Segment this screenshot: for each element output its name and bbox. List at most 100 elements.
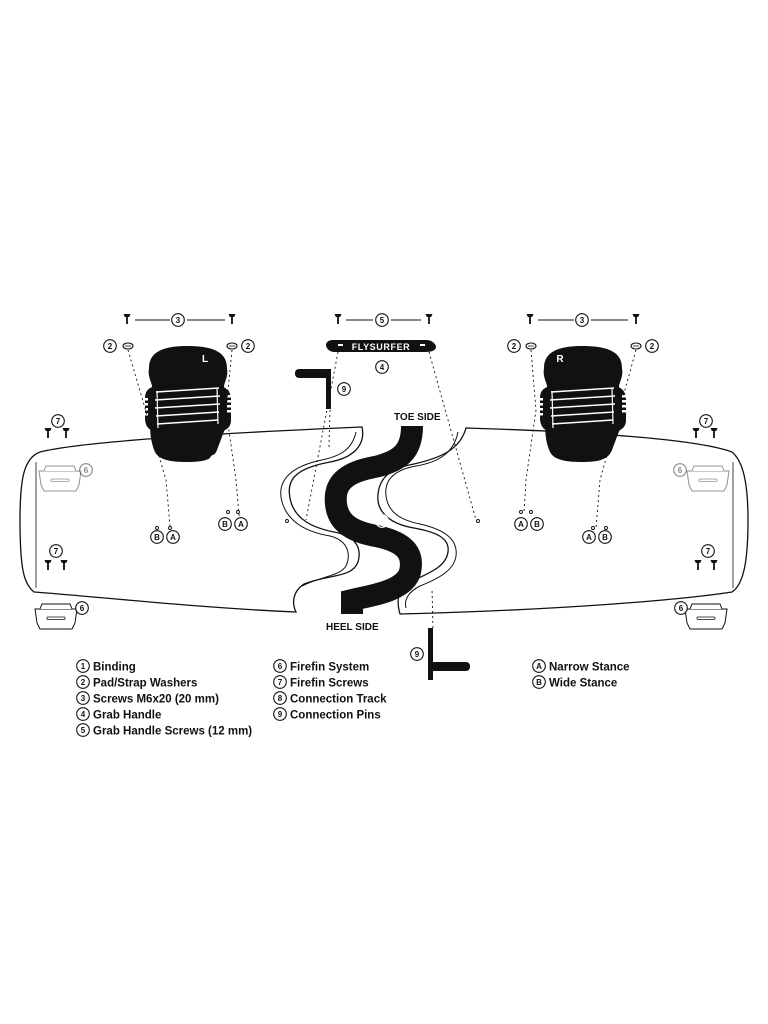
- svg-text:Narrow Stance: Narrow Stance: [549, 662, 630, 674]
- binding-left: [142, 345, 233, 463]
- firefin-system-marker: 6: [674, 601, 688, 615]
- svg-text:6: 6: [278, 662, 283, 671]
- svg-text:Grab Handle: Grab Handle: [93, 710, 161, 722]
- svg-text:A: A: [586, 533, 592, 542]
- svg-text:B: B: [602, 533, 608, 542]
- washer-left-1: [122, 342, 134, 350]
- svg-text:Connection Pins: Connection Pins: [290, 710, 381, 722]
- washer-left-2: [226, 342, 238, 350]
- connection-track: [324, 425, 423, 614]
- svg-text:7: 7: [54, 547, 59, 556]
- screw-left-1: [123, 314, 131, 324]
- svg-text:2: 2: [512, 342, 517, 351]
- firefin-top-right: [686, 465, 730, 492]
- firefin-bottom-right: [684, 603, 728, 630]
- firefin-system-marker: 6: [79, 463, 93, 477]
- firefin-screws-marker: 7: [51, 414, 65, 428]
- svg-text:7: 7: [278, 678, 283, 687]
- svg-text:B: B: [154, 533, 160, 542]
- firefin-screws-marker: 7: [49, 544, 63, 558]
- washers-right-marker-2: 2: [645, 339, 659, 353]
- narrow-stance-marker: A: [166, 530, 180, 544]
- svg-text:4: 4: [380, 363, 385, 372]
- board-right-rail: [385, 431, 459, 609]
- legend-item: 4 Grab Handle: [76, 707, 161, 722]
- handle-screws-marker: 5: [375, 313, 389, 327]
- svg-text:A: A: [238, 520, 244, 529]
- legend-item: 2 Pad/Strap Washers: [76, 675, 197, 690]
- svg-text:B: B: [536, 678, 542, 687]
- legend-item: B Wide Stance: [532, 675, 617, 690]
- svg-text:2: 2: [246, 342, 251, 351]
- svg-text:B: B: [534, 520, 540, 529]
- svg-text:7: 7: [704, 417, 709, 426]
- screws-m6-left-marker: 3: [171, 313, 185, 327]
- washer-right-1: [525, 342, 537, 350]
- binding-right-letter: R: [556, 354, 564, 365]
- svg-text:Connection Track: Connection Track: [290, 694, 387, 706]
- firefin-system-marker: 6: [673, 463, 687, 477]
- legend-item: 7 Firefin Screws: [273, 675, 369, 690]
- svg-text:2: 2: [108, 342, 113, 351]
- screw-right-2: [632, 314, 640, 324]
- grab-handle-screw-left: [334, 314, 342, 324]
- screw-right-1: [526, 314, 534, 324]
- svg-text:Binding: Binding: [93, 662, 136, 674]
- svg-text:6: 6: [678, 466, 683, 475]
- narrow-stance-marker: A: [582, 530, 596, 544]
- svg-text:6: 6: [84, 466, 89, 475]
- connection-pin-top: [295, 369, 331, 409]
- svg-text:Firefin Screws: Firefin Screws: [290, 678, 369, 690]
- wide-stance-marker: B: [598, 530, 612, 544]
- svg-text:A: A: [518, 520, 524, 529]
- svg-text:3: 3: [81, 694, 86, 703]
- svg-text:3: 3: [176, 316, 181, 325]
- narrow-stance-marker: A: [514, 517, 528, 531]
- svg-text:6: 6: [80, 604, 85, 613]
- svg-text:8: 8: [278, 694, 283, 703]
- grab-handle-marker: 4: [375, 360, 389, 374]
- svg-text:9: 9: [342, 385, 347, 394]
- legend-item: 1 Binding: [76, 659, 136, 674]
- svg-text:Grab Handle Screws (12 mm): Grab Handle Screws (12 mm): [93, 726, 252, 738]
- firefin-system-marker: 6: [75, 601, 89, 615]
- grab-handle: FLYSURFER: [326, 340, 436, 352]
- grab-handle-brand: FLYSURFER: [352, 342, 411, 352]
- svg-text:A: A: [170, 533, 176, 542]
- legend-item: 9 Connection Pins: [273, 707, 381, 722]
- firefin-screws-marker: 7: [699, 414, 713, 428]
- wide-stance-marker: B: [150, 530, 164, 544]
- svg-text:3: 3: [580, 316, 585, 325]
- svg-text:4: 4: [81, 710, 86, 719]
- firefin-screw: [44, 428, 52, 438]
- svg-text:1: 1: [544, 457, 549, 466]
- connection-pin-bottom-marker: 9: [410, 647, 424, 661]
- binding-right: [537, 345, 628, 463]
- svg-text:9: 9: [278, 710, 283, 719]
- wide-stance-marker: B: [218, 517, 232, 531]
- svg-text:5: 5: [380, 316, 385, 325]
- svg-text:7: 7: [706, 547, 711, 556]
- legend-item: A Narrow Stance: [532, 659, 630, 674]
- svg-text:B: B: [222, 520, 228, 529]
- wide-stance-marker: B: [530, 517, 544, 531]
- legend-item: 5 Grab Handle Screws (12 mm): [76, 723, 252, 738]
- svg-text:Wide Stance: Wide Stance: [549, 678, 617, 690]
- firefin-screw: [62, 428, 70, 438]
- board-right-half: [377, 427, 749, 615]
- heel-side-label: HEEL SIDE: [326, 622, 379, 633]
- svg-text:A: A: [536, 662, 542, 671]
- svg-text:Screws M6x20 (20 mm): Screws M6x20 (20 mm): [93, 694, 219, 706]
- svg-text:7: 7: [56, 417, 61, 426]
- firefin-screw: [710, 428, 718, 438]
- toe-side-label: TOE SIDE: [394, 412, 441, 423]
- legend: 1 Binding 2 Pad/Strap Washers 3 Screws M…: [76, 659, 630, 738]
- svg-text:Pad/Strap Washers: Pad/Strap Washers: [93, 678, 197, 690]
- screws-m6-right-marker: 3: [575, 313, 589, 327]
- binding-right-marker: 1: [539, 454, 553, 468]
- svg-text:1: 1: [81, 662, 86, 671]
- washers-left-marker-1: 2: [103, 339, 117, 353]
- svg-text:6: 6: [679, 604, 684, 613]
- grab-handle-screw-right: [425, 314, 433, 324]
